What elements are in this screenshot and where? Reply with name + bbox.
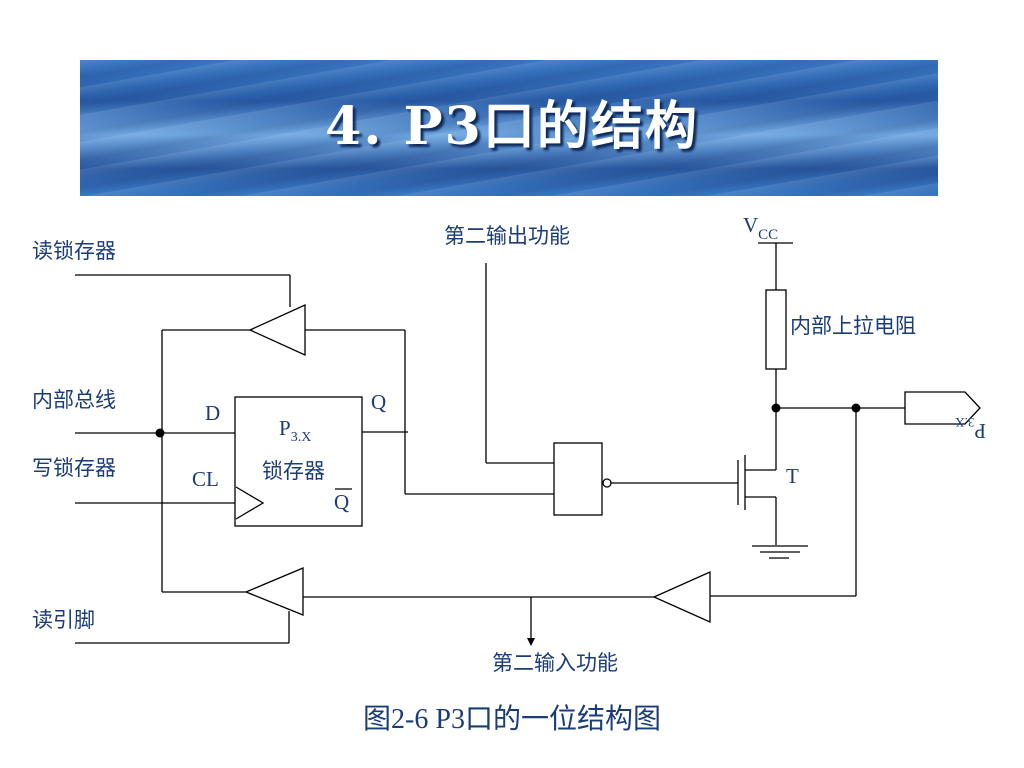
input-buffer [652, 570, 711, 624]
label-pin-p3x: P3.X [955, 415, 986, 443]
label-internal-bus: 内部总线 [32, 388, 116, 412]
junction-dot-bus [155, 428, 165, 438]
label-vcc-main: V [743, 213, 758, 237]
label-pullup-resistor: 内部上拉电阻 [790, 314, 916, 338]
label-pin-qbar: Q [334, 490, 349, 514]
label-pin-d: D [205, 401, 220, 425]
label-latch: 锁存器 [262, 459, 325, 483]
second-input-arrow [527, 638, 535, 646]
clock-triangle [235, 486, 265, 520]
label-pin-cl: CL [192, 467, 219, 491]
label-latch-name-main: P [279, 416, 291, 440]
label-second-input: 第二输入功能 [492, 651, 618, 675]
label-pin-main: P [974, 419, 986, 443]
label-read-latch: 读锁存器 [32, 239, 116, 263]
label-pin-q: Q [371, 390, 386, 414]
label-fet: T [786, 464, 799, 488]
label-pin-sub: 3.X [955, 415, 975, 430]
pin-connector [904, 391, 981, 425]
figure-caption: 图2-6 P3口的一位结构图 [363, 704, 661, 735]
nand-bubble [602, 478, 612, 488]
latch-box [234, 396, 363, 527]
read-pin-buffer [244, 567, 304, 616]
label-latch-name-sub: 3.X [291, 430, 312, 445]
read-latch-buffer [248, 303, 306, 357]
label-vcc: VCC [743, 213, 778, 243]
title-banner [80, 60, 938, 196]
label-read-pin: 读引脚 [32, 608, 95, 632]
nand-gate [553, 442, 603, 516]
label-vcc-sub: CC [758, 227, 778, 243]
label-second-output: 第二输出功能 [444, 224, 570, 248]
label-latch-name: P3.X [279, 416, 311, 445]
svg-text:P3.X: P3.X [955, 415, 986, 443]
slide-title: 4. P3口的结构 [325, 96, 699, 157]
label-write-latch: 写锁存器 [32, 456, 116, 480]
pullup-resistor [765, 289, 787, 370]
